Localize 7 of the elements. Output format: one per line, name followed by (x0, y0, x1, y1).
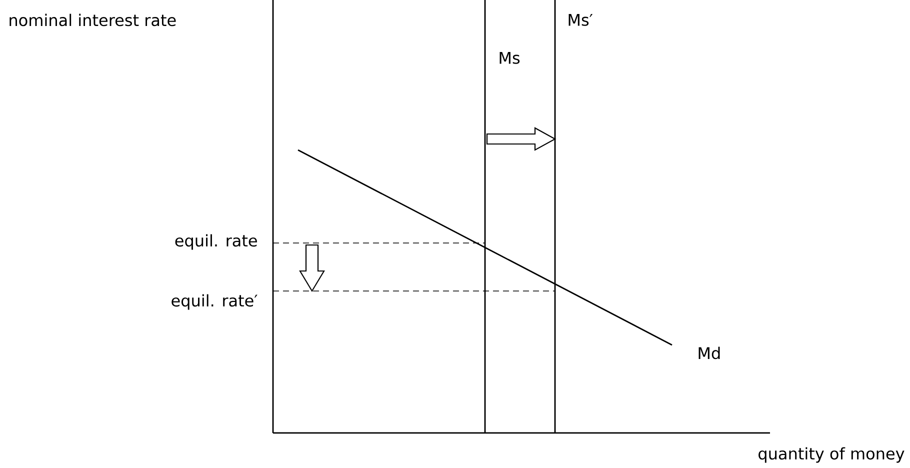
curve-label: Ms′ (568, 14, 593, 26)
axis-label: quantity of money (758, 447, 904, 463)
curve-label: Ms (500, 52, 520, 64)
curve-label: Md (698, 346, 720, 360)
tick-label: equil. rate (175, 234, 257, 250)
tick-label: equil. rate′ (172, 294, 258, 310)
axis-label: nominal interest rate (10, 14, 176, 26)
